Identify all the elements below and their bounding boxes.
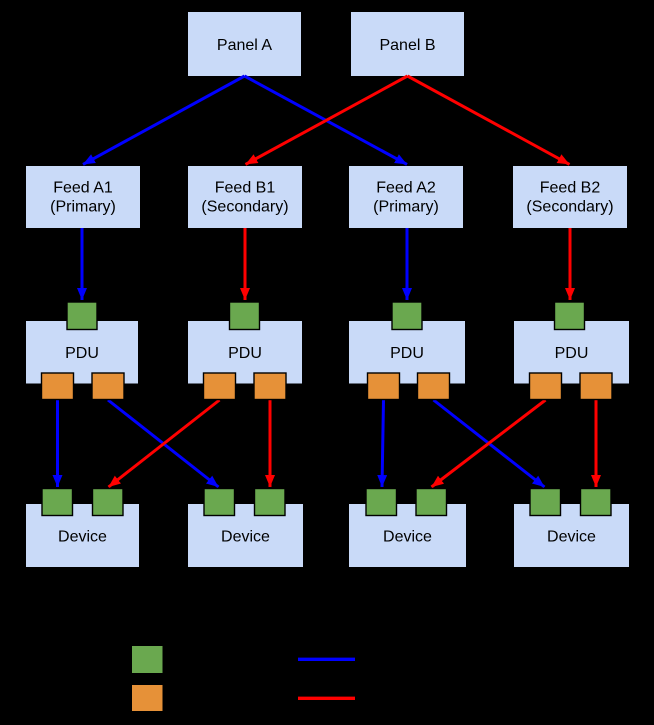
svg-text:Device: Device bbox=[547, 529, 596, 546]
svg-text:PDU: PDU bbox=[390, 345, 424, 362]
svg-text:Feed B2: Feed B2 bbox=[540, 180, 601, 197]
svg-text:PDU: PDU bbox=[555, 345, 589, 362]
svg-text:Panel B: Panel B bbox=[379, 37, 435, 54]
svg-text:(Primary): (Primary) bbox=[50, 199, 116, 216]
svg-text:Device: Device bbox=[383, 529, 432, 546]
svg-text:Device: Device bbox=[221, 529, 270, 546]
svg-text:(Secondary): (Secondary) bbox=[201, 199, 288, 216]
svg-text:(Secondary): (Secondary) bbox=[526, 199, 613, 216]
svg-text:PDU: PDU bbox=[228, 345, 262, 362]
svg-text:Device: Device bbox=[58, 529, 107, 546]
svg-text:Feed A2: Feed A2 bbox=[376, 180, 436, 197]
svg-text:Panel A: Panel A bbox=[217, 37, 272, 54]
svg-text:PDU: PDU bbox=[65, 345, 99, 362]
svg-text:Feed B1: Feed B1 bbox=[215, 180, 276, 197]
svg-text:Feed A1: Feed A1 bbox=[53, 180, 113, 197]
svg-text:(Primary): (Primary) bbox=[373, 199, 439, 216]
